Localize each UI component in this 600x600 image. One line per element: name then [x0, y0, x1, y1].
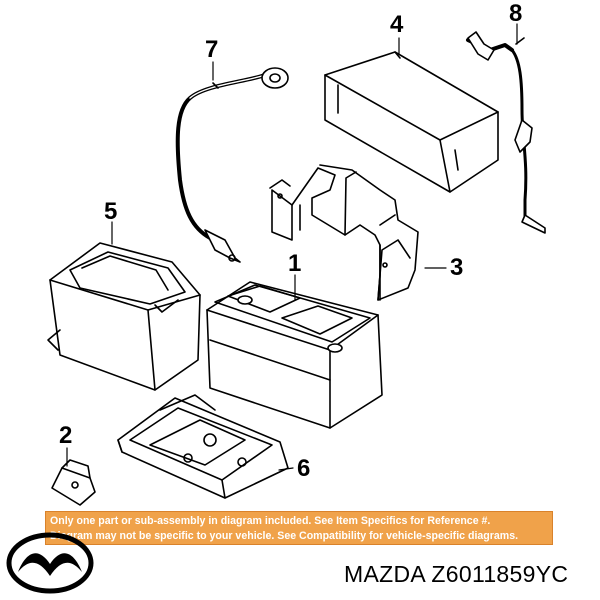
callout-3: 3 — [450, 254, 464, 281]
part-8-cable — [466, 31, 546, 234]
callout-1: 1 — [288, 250, 302, 277]
callout-4: 4 — [390, 11, 404, 38]
callout-2: 2 — [59, 422, 73, 449]
notice-line-2: Diagram may not be specific to your vehi… — [50, 530, 519, 542]
compatibility-notice: Only one part or sub-assembly in diagram… — [45, 511, 553, 545]
mazda-logo-icon — [6, 532, 94, 594]
part-6-base-plate — [117, 394, 289, 499]
callout-7: 7 — [205, 36, 219, 63]
part-1-battery — [206, 281, 383, 429]
callout-5: 5 — [104, 198, 118, 225]
part-3-battery-bracket — [269, 164, 419, 301]
callout-8: 8 — [509, 0, 523, 27]
part-7-cable — [175, 67, 289, 263]
battery-parts-diagram — [47, 23, 546, 506]
part-4-battery-cover — [324, 51, 499, 193]
part-number-label: MAZDA Z6011859YC — [344, 561, 569, 587]
callout-leaders — [66, 23, 518, 471]
part-2-clamp — [51, 459, 96, 506]
notice-line-1: Only one part or sub-assembly in diagram… — [50, 515, 491, 527]
callout-6: 6 — [297, 455, 311, 482]
part-5-battery-tray — [47, 242, 201, 391]
